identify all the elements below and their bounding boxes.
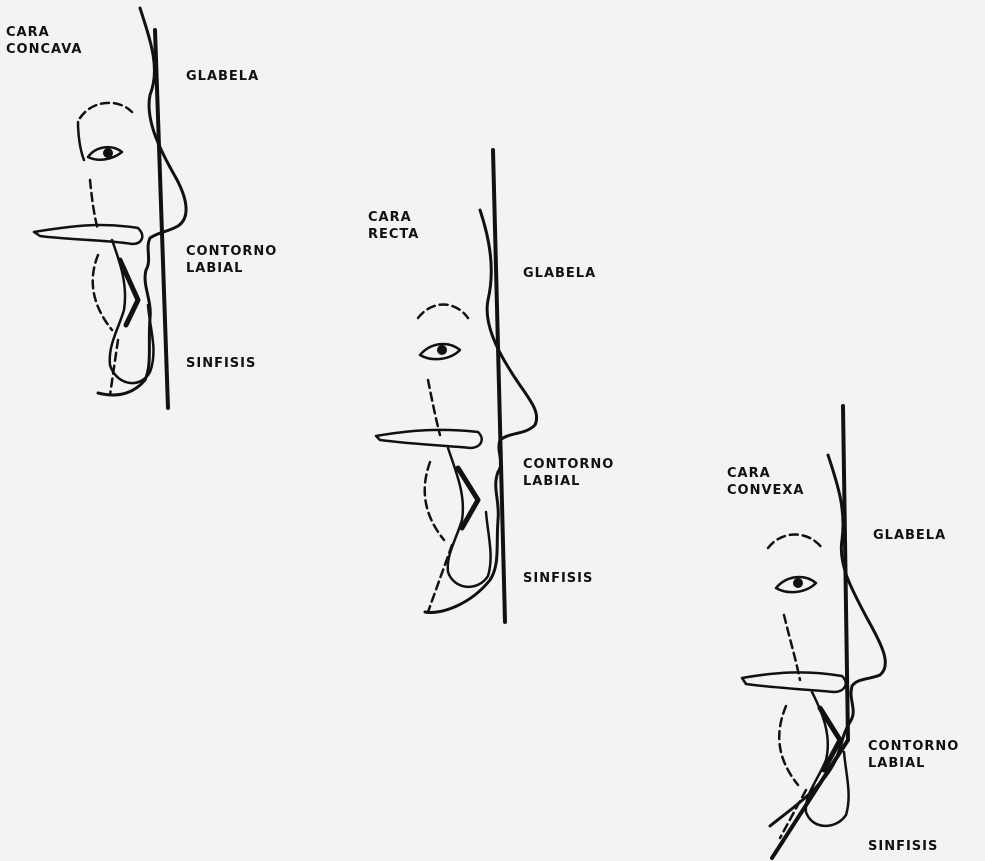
label-sinfisis-straight: SINFISIS (523, 570, 593, 587)
label-contorno-labial-concave: CONTORNO LABIAL (186, 243, 277, 277)
label-glabela-straight: GLABELA (523, 265, 596, 282)
palate-straight (376, 430, 482, 448)
soft-tissue-profile-concave (98, 8, 186, 395)
reference-line-straight (493, 150, 505, 622)
title-straight-line1: CARA (368, 209, 419, 226)
label-contorno-straight-line2: LABIAL (523, 473, 614, 490)
title-concave-line1: CARA (6, 24, 82, 41)
label-contorno-convex-line1: CONTORNO (868, 738, 959, 755)
label-contorno-labial-convex: CONTORNO LABIAL (868, 738, 959, 772)
label-sinfisis-convex: SINFISIS (868, 838, 938, 855)
soft-tissue-profile-straight (425, 210, 537, 613)
title-concave-line2: CONCAVA (6, 41, 82, 58)
palate-convex (742, 672, 846, 692)
label-contorno-concave-line1: CONTORNO (186, 243, 277, 260)
label-glabela-concave: GLABELA (186, 68, 259, 85)
title-straight: CARA RECTA (368, 209, 419, 243)
title-convex-line2: CONVEXA (727, 482, 805, 499)
brow-straight (418, 305, 468, 319)
title-convex-line1: CARA (727, 465, 805, 482)
label-contorno-straight-line1: CONTORNO (523, 456, 614, 473)
profile-concave (34, 8, 186, 408)
label-glabela-convex: GLABELA (873, 527, 946, 544)
label-contorno-labial-straight: CONTORNO LABIAL (523, 456, 614, 490)
brow-convex (768, 535, 822, 549)
title-convex: CARA CONVEXA (727, 465, 805, 499)
label-contorno-concave-line2: LABIAL (186, 260, 277, 277)
label-contorno-convex-line2: LABIAL (868, 755, 959, 772)
label-sinfisis-concave: SINFISIS (186, 355, 256, 372)
palate-concave (34, 225, 142, 244)
title-concave: CARA CONCAVA (6, 24, 82, 58)
title-straight-line2: RECTA (368, 226, 419, 243)
reference-line-concave (155, 30, 168, 408)
brow-concave (80, 103, 132, 118)
